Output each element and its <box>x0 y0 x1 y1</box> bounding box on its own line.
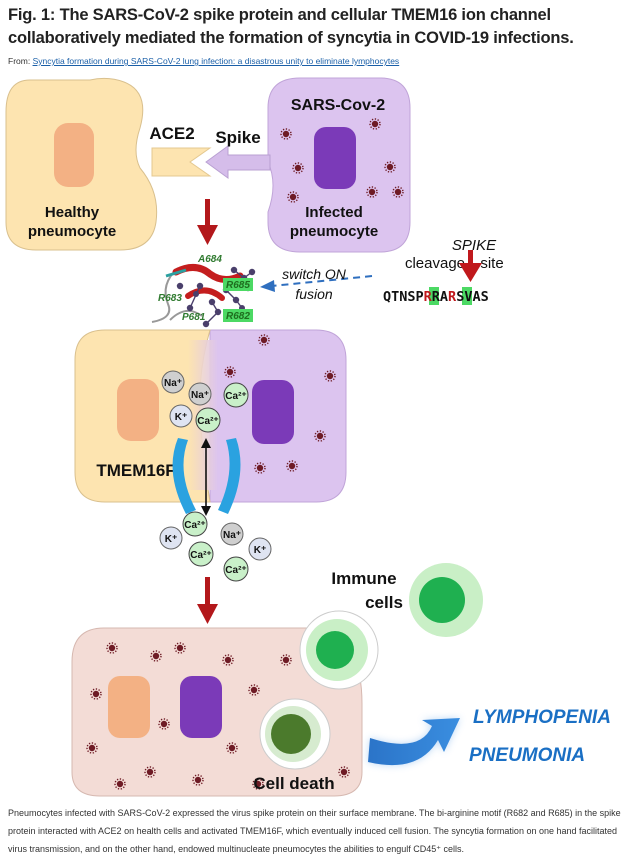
ion-ca-3: Ca²⁺ <box>182 511 208 537</box>
syncytium-healthy-nucleus <box>108 676 150 738</box>
svg-text:Na⁺: Na⁺ <box>191 390 209 401</box>
healthy-label-line2: pneumocyte <box>28 223 116 240</box>
engulfing-immune-cell <box>299 610 379 690</box>
fusion-label: fusion <box>295 286 333 302</box>
svg-text:K⁺: K⁺ <box>254 545 267 556</box>
ace2-receptor <box>151 147 212 177</box>
outcome-arrow <box>368 718 460 766</box>
infected-pneumocyte-cell: SARS-Cov-2 Infected pneumocyte <box>267 77 411 253</box>
ace2-label: ACE2 <box>149 124 194 143</box>
cleavage-label: cleavage <box>405 255 465 272</box>
healthy-nucleus <box>54 123 94 187</box>
residue-r685-label: R685 <box>226 280 250 291</box>
switch-on-dashed-arrow <box>260 275 373 292</box>
residue-a684-label: A684 <box>197 254 222 265</box>
svg-text:Na⁺: Na⁺ <box>223 530 241 541</box>
spike-label: Spike <box>215 128 260 147</box>
ion-ca-5: Ca²⁺ <box>223 556 249 582</box>
ion-na-2: Na⁺ <box>188 382 212 406</box>
source-prefix: From: <box>8 56 33 66</box>
lymphopenia-label: LYMPHOPENIA <box>473 707 611 728</box>
ion-flux-double-arrow <box>201 438 211 516</box>
motif-highlight-r685 <box>462 287 472 305</box>
down-arrow-2 <box>197 577 218 624</box>
tmem16f-channel <box>172 438 241 514</box>
healthy-label-line1: Healthy <box>45 204 100 221</box>
ion-na-3: Na⁺ <box>220 522 244 546</box>
svg-text:Ca²⁺: Ca²⁺ <box>184 520 205 531</box>
ion-k-2: K⁺ <box>159 526 183 550</box>
cell-death-label: Cell death <box>253 774 334 793</box>
cleavage-sequence: QTNSPRRARSVAS <box>383 289 489 305</box>
tmem16f-label: TMEM16F <box>96 461 175 480</box>
fused-healthy-nucleus <box>117 379 159 441</box>
ion-k-1: K⁺ <box>169 404 193 428</box>
svg-text:Ca²⁺: Ca²⁺ <box>225 565 246 576</box>
immune-cells-label-line1: Immune <box>331 569 396 588</box>
figure-caption: Pneumocytes infected with SARS-CoV-2 exp… <box>8 808 621 854</box>
motif-highlight-r682 <box>429 287 439 305</box>
syncytium-infected-nucleus <box>180 676 222 738</box>
ion-ca-4: Ca²⁺ <box>188 541 214 567</box>
ion-k-3: K⁺ <box>248 537 272 561</box>
svg-text:K⁺: K⁺ <box>175 412 188 423</box>
dying-immune-cell <box>259 698 331 770</box>
svg-text:K⁺: K⁺ <box>165 534 178 545</box>
source-article-link[interactable]: Syncytia formation during SARS-CoV-2 lun… <box>32 56 400 66</box>
residue-p681-label: P681 <box>182 312 206 323</box>
source-line: From: Syncytia formation during SARS-CoV… <box>8 56 399 66</box>
immune-cells-label-line2: cells <box>365 593 403 612</box>
residue-r682-label: R682 <box>226 311 250 322</box>
svg-text:Ca²⁺: Ca²⁺ <box>225 391 246 402</box>
ion-ca-1: Ca²⁺ <box>223 382 249 408</box>
cleavage-arrow <box>459 250 482 282</box>
sars-cov-2-label: SARS-Cov-2 <box>291 97 385 114</box>
spike-italic-label: SPIKE <box>452 237 497 254</box>
healthy-pneumocyte-cell: Healthy pneumocyte <box>5 77 158 251</box>
svg-text:Ca²⁺: Ca²⁺ <box>190 550 211 561</box>
fused-infected-nucleus <box>252 380 294 444</box>
infected-nucleus <box>314 127 356 189</box>
svg-text:Ca²⁺: Ca²⁺ <box>197 416 218 427</box>
residue-r683-label: R683 <box>158 293 182 304</box>
site-label: site <box>480 255 503 272</box>
svg-text:Na⁺: Na⁺ <box>164 378 182 389</box>
immune-cell-free <box>409 563 483 637</box>
down-arrow-1 <box>197 199 218 245</box>
spike-protein <box>205 145 271 179</box>
ion-na-1: Na⁺ <box>161 370 185 394</box>
pneumonia-label: PNEUMONIA <box>469 745 585 766</box>
infected-label-line1: Infected <box>305 204 363 221</box>
switch-on-label: switch ON <box>282 266 347 282</box>
ion-ca-2: Ca²⁺ <box>195 407 221 433</box>
figure-title: Fig. 1: The SARS-CoV-2 spike protein and… <box>8 6 574 47</box>
infected-label-line2: pneumocyte <box>290 223 378 240</box>
figure-diagram: Healthy pneumocyte SARS-Cov-2 Infected p… <box>5 77 611 797</box>
spike-molecular-structure <box>151 264 256 328</box>
